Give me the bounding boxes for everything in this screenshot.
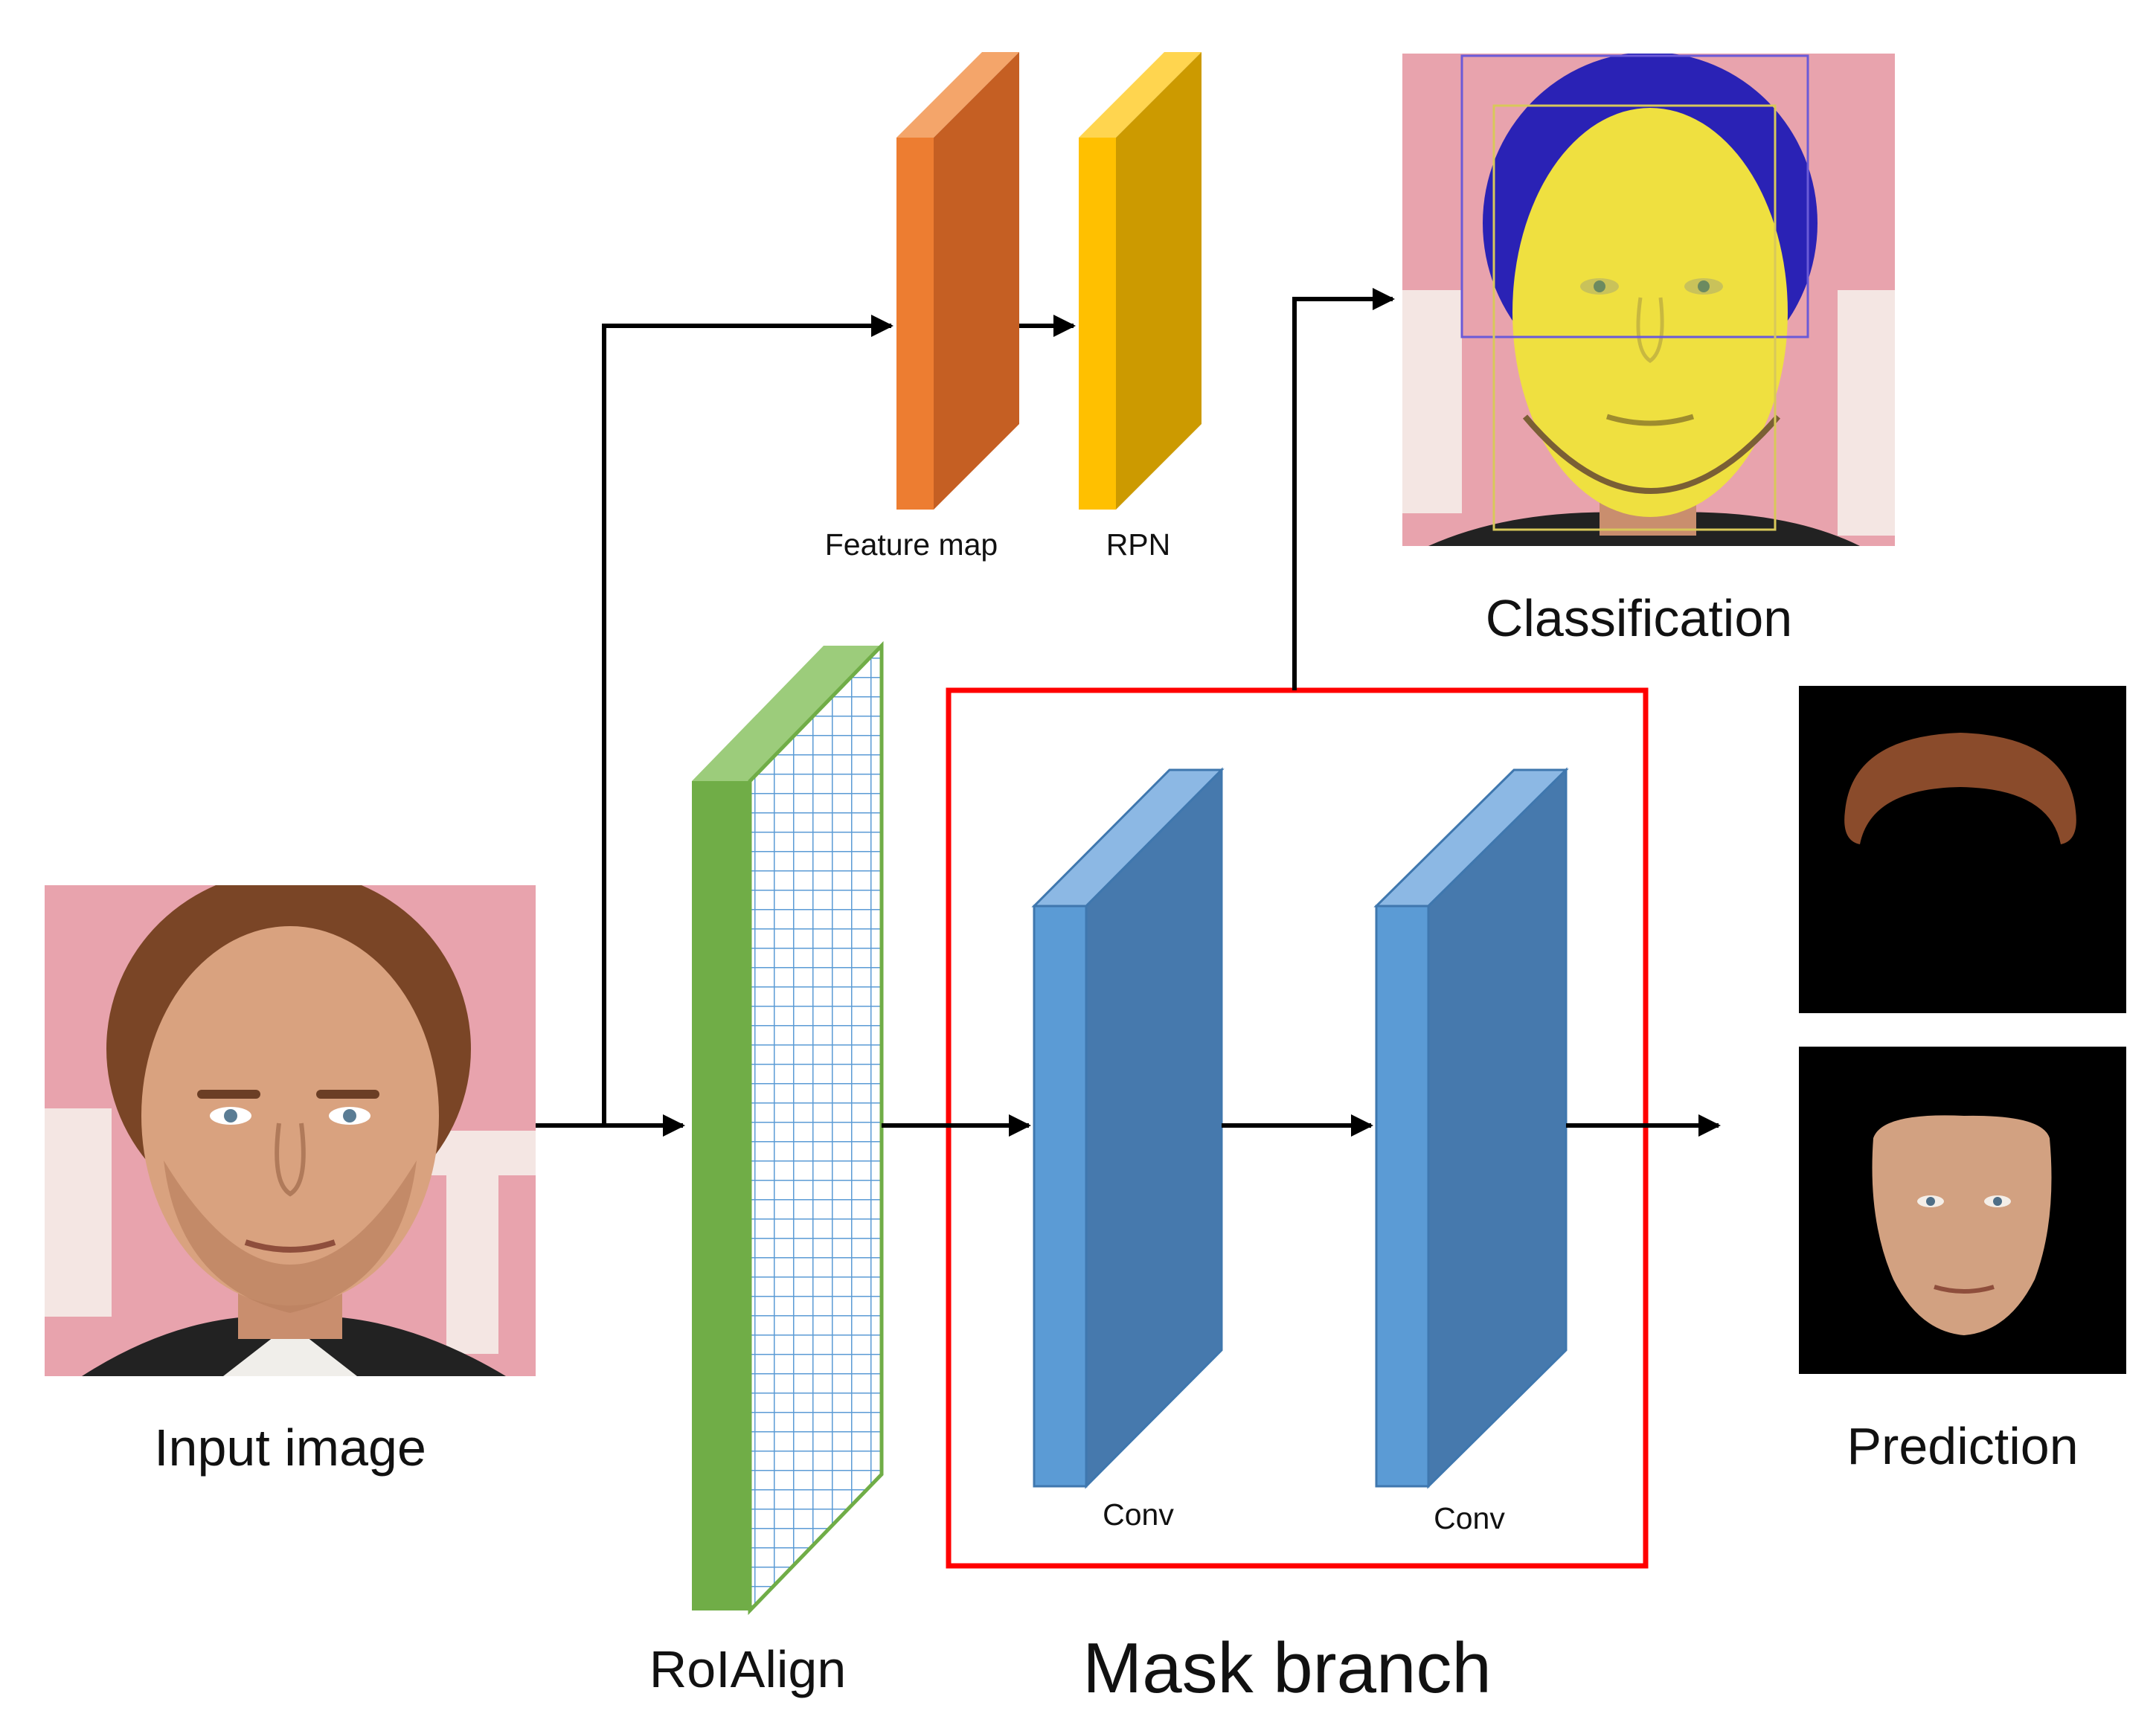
- arrow-mask-branch-to-classification: [1292, 288, 1395, 690]
- conv-block-2: [1373, 767, 1569, 1489]
- arrow-input-to-feature-map: [602, 315, 893, 1125]
- roialign-block: [692, 640, 884, 1616]
- prediction-label: Prediction: [1847, 1417, 2078, 1475]
- input-image-label: Input image: [154, 1419, 426, 1477]
- input-image: [45, 885, 536, 1376]
- conv-block-1: [1031, 767, 1225, 1489]
- mask-branch-label: Mask branch: [1082, 1628, 1492, 1708]
- rpn-block: [1079, 52, 1201, 510]
- classification-label: Classification: [1486, 589, 1792, 647]
- prediction-face-mask: [1799, 1047, 2126, 1374]
- mask-branch-box: [946, 687, 1649, 1569]
- rpn-label: RPN: [1106, 527, 1171, 562]
- prediction-hair-mask: [1799, 686, 2126, 1013]
- feature-map-label: Feature map: [825, 527, 998, 562]
- conv-label-1: Conv: [1103, 1497, 1174, 1532]
- feature-map-block: [896, 52, 1019, 510]
- conv-label-2: Conv: [1434, 1501, 1505, 1535]
- connectors: [536, 288, 1721, 1137]
- classification-image: [1402, 54, 1895, 546]
- roialign-label: RoIAlign: [649, 1640, 847, 1698]
